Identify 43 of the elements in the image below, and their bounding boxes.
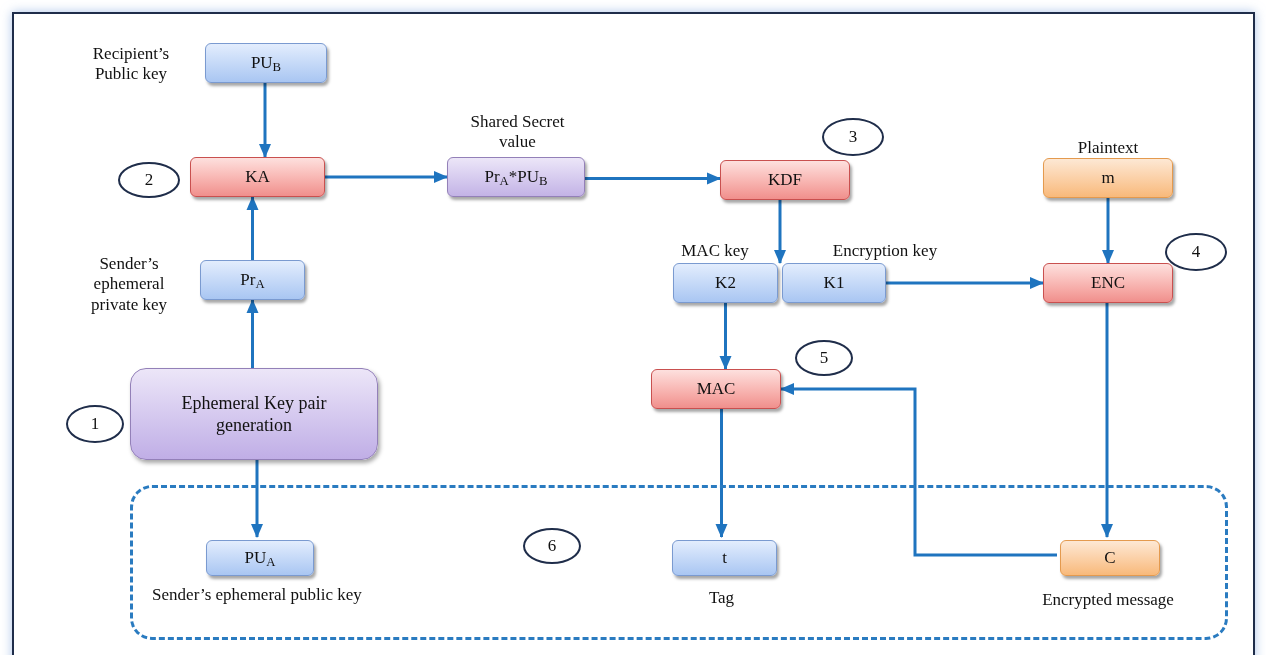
node-caption: Shared Secret value xyxy=(469,112,566,153)
process-box: KA xyxy=(190,157,325,197)
key-box: t xyxy=(672,540,777,576)
step-number-circle: 5 xyxy=(795,340,853,376)
key-box: PU$_{A}$ xyxy=(206,540,314,576)
node-caption: Plaintext xyxy=(1076,138,1140,159)
arrow xyxy=(1102,198,1114,264)
message-box: C xyxy=(1060,540,1160,576)
arrow xyxy=(246,299,259,368)
arrow xyxy=(719,303,732,370)
step-number-circle: 4 xyxy=(1165,233,1227,271)
dashed-output-region xyxy=(130,485,1228,640)
arrow xyxy=(886,277,1044,289)
arrow xyxy=(780,383,1057,557)
node-caption: MAC key xyxy=(680,241,750,262)
node-caption: Sender’s ephemeral private key xyxy=(90,254,168,316)
node-caption: Recipient’s Public key xyxy=(91,44,171,85)
step-number-circle: 6 xyxy=(523,528,581,564)
node-caption: Sender’s ephemeral public key xyxy=(151,585,363,606)
arrow xyxy=(585,172,721,185)
process-box: Ephemeral Key pair generation xyxy=(130,368,378,460)
process-box: MAC xyxy=(651,369,781,409)
arrow xyxy=(251,460,263,538)
value-box: Pr$_{A}$*PU$_{B}$ xyxy=(447,157,585,197)
message-box: m xyxy=(1043,158,1173,198)
arrow xyxy=(259,83,271,158)
process-box: ENC xyxy=(1043,263,1173,303)
arrow xyxy=(715,409,728,538)
key-box: K1 xyxy=(782,263,886,303)
arrow xyxy=(325,171,448,183)
node-caption: Encryption key xyxy=(831,241,939,262)
key-box: Pr$_{A}$ xyxy=(200,260,305,300)
arrow xyxy=(1101,303,1113,538)
arrow xyxy=(774,200,786,264)
key-box: PU$_{B}$ xyxy=(205,43,327,83)
step-number-circle: 1 xyxy=(66,405,124,443)
node-caption: Encrypted message xyxy=(1041,590,1175,611)
process-box: KDF xyxy=(720,160,850,200)
node-caption: Tag xyxy=(707,588,736,609)
step-number-circle: 2 xyxy=(118,162,180,198)
arrow xyxy=(246,196,259,260)
step-number-circle: 3 xyxy=(822,118,884,156)
key-box: K2 xyxy=(673,263,778,303)
